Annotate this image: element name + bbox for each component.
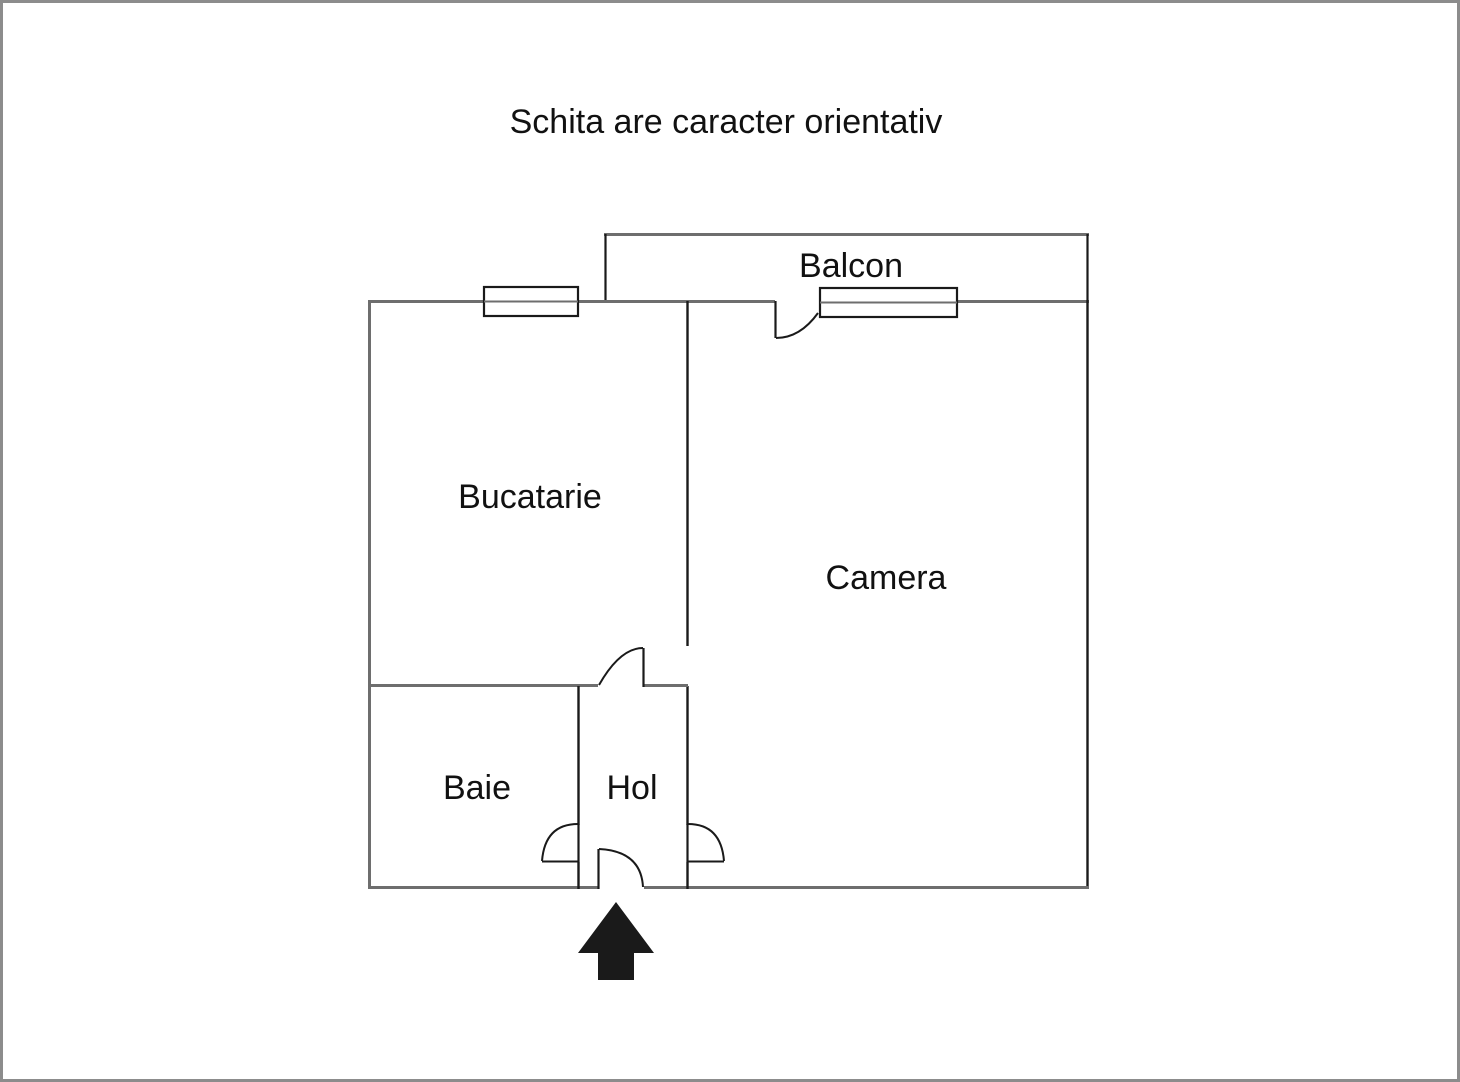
door-baie	[541, 823, 580, 863]
room-label-baie: Baie	[443, 769, 511, 807]
windows	[482, 285, 959, 319]
door-bucatarie	[598, 647, 645, 687]
room-label-hol: Hol	[606, 769, 657, 807]
door-camera	[686, 823, 725, 863]
room-label-camera: Camera	[826, 559, 947, 597]
door-bucatarie-swing-arc	[598, 647, 644, 686]
entrance-arrow	[578, 902, 654, 980]
door-entrance	[597, 848, 644, 889]
room-label-balcon: Balcon	[799, 247, 903, 285]
interior-walls	[369, 301, 689, 889]
door-balcon	[774, 301, 819, 339]
balcony-walls	[604, 233, 1089, 301]
door-balcon-swing-arc	[775, 312, 819, 339]
door-camera-swing-arc	[687, 823, 725, 862]
apartment-outer-walls	[368, 300, 1089, 889]
room-label-bucatarie: Bucatarie	[458, 478, 602, 516]
entrance-arrow-shape	[578, 902, 654, 980]
door-entrance-swing-arc	[598, 848, 644, 888]
page-title: Schita are caracter orientativ	[510, 103, 943, 141]
door-baie-swing-arc	[541, 823, 579, 862]
